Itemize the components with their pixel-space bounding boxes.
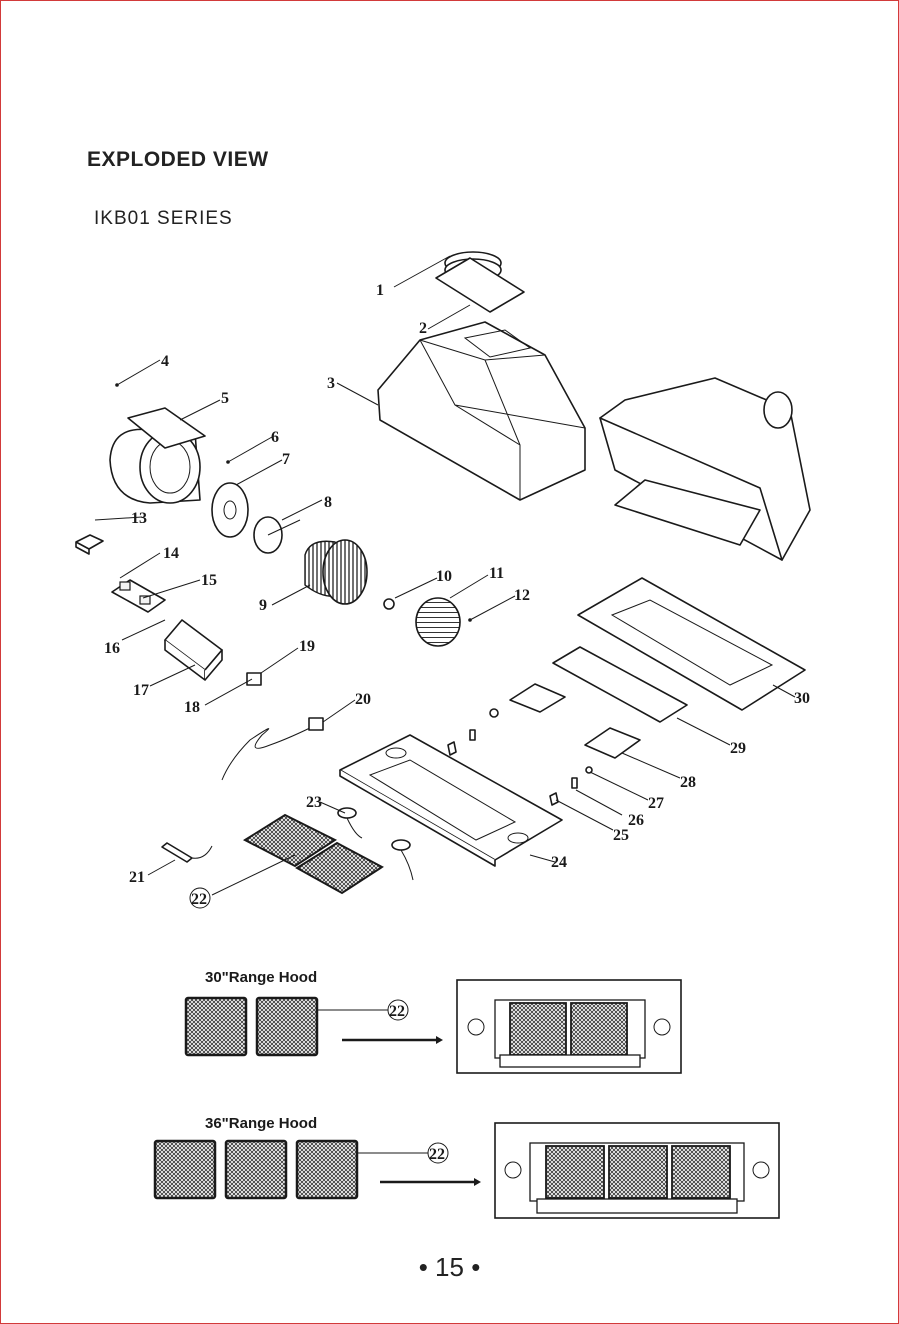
callout-20: 20 xyxy=(355,691,371,708)
part-21-terminal-strip xyxy=(162,843,192,862)
hood-30-filter-callout: 22 xyxy=(389,1003,405,1020)
part-9-impeller xyxy=(305,540,367,604)
callout-22: 22 xyxy=(191,891,207,908)
filter-36-b xyxy=(226,1141,286,1198)
hood-30-label: 30"Range Hood xyxy=(205,969,317,986)
callout-18: 18 xyxy=(184,699,200,716)
bullet-right: • xyxy=(471,1252,480,1282)
part-13-block xyxy=(76,535,103,554)
callout-17: 17 xyxy=(133,682,149,699)
filter-30-b xyxy=(257,998,317,1055)
part-lamp-2 xyxy=(392,840,410,850)
callout-4: 4 xyxy=(161,353,169,370)
callout-19: 19 xyxy=(299,638,315,655)
filter-36-a xyxy=(155,1141,215,1198)
callout-27: 27 xyxy=(648,795,664,812)
callout-29: 29 xyxy=(730,740,746,757)
callout-21: 21 xyxy=(129,869,145,886)
part-15-control-board xyxy=(112,580,165,612)
callout-5: 5 xyxy=(221,390,229,407)
callout-11: 11 xyxy=(489,565,504,582)
callout-2: 2 xyxy=(419,320,427,337)
callout-30: 30 xyxy=(794,690,810,707)
part-clip-small xyxy=(448,742,456,755)
callout-6: 6 xyxy=(271,429,279,446)
hood-36-section: 36"Range Hood 22 xyxy=(155,1115,779,1218)
callout-14: 14 xyxy=(163,545,179,562)
callout-10: 10 xyxy=(436,568,452,585)
page-number: 15 xyxy=(435,1252,464,1282)
callout-3: 3 xyxy=(327,375,335,392)
part-20-power-cord xyxy=(222,724,318,780)
callout-16: 16 xyxy=(104,640,120,657)
part-bulb-socket xyxy=(490,709,498,717)
callout-12: 12 xyxy=(514,587,530,604)
hood-36-label: 36"Range Hood xyxy=(205,1115,317,1132)
part-cover-plate xyxy=(510,684,565,712)
part-7-motor-plate xyxy=(212,483,248,537)
filter-30-a xyxy=(186,998,246,1055)
part-26-switch xyxy=(572,778,577,788)
part-3-housing xyxy=(378,322,585,500)
part-switch-small xyxy=(470,730,475,740)
bullet-left: • xyxy=(419,1252,428,1282)
callout-13: 13 xyxy=(131,510,147,527)
filter-36-c xyxy=(297,1141,357,1198)
hood-30-section: 30"Range Hood 22 xyxy=(186,969,681,1073)
callout-8: 8 xyxy=(324,494,332,511)
callout-9: 9 xyxy=(259,597,267,614)
part-10-nut xyxy=(384,599,394,609)
callout-7: 7 xyxy=(282,451,290,468)
part-25-clip xyxy=(550,793,558,805)
callout-15: 15 xyxy=(201,572,217,589)
part-20-plug xyxy=(309,718,323,730)
part-28-cover xyxy=(585,728,640,758)
callout-24: 24 xyxy=(551,854,567,871)
part-5-blower-housing xyxy=(110,408,205,503)
part-8-motor xyxy=(254,517,300,553)
page-footer: • 15 • xyxy=(0,1252,899,1283)
callout-25: 25 xyxy=(613,827,629,844)
part-23-lamp xyxy=(338,808,356,818)
callout-23: 23 xyxy=(306,794,322,811)
part-18-connector xyxy=(247,673,261,685)
part-17-junction-box xyxy=(165,620,222,680)
assembled-range-hood xyxy=(600,378,810,560)
callout-1: 1 xyxy=(376,282,384,299)
callout-28: 28 xyxy=(680,774,696,791)
part-11-guard xyxy=(416,598,460,646)
hood-36-filter-callout: 22 xyxy=(429,1146,445,1163)
callout-26: 26 xyxy=(628,812,644,829)
